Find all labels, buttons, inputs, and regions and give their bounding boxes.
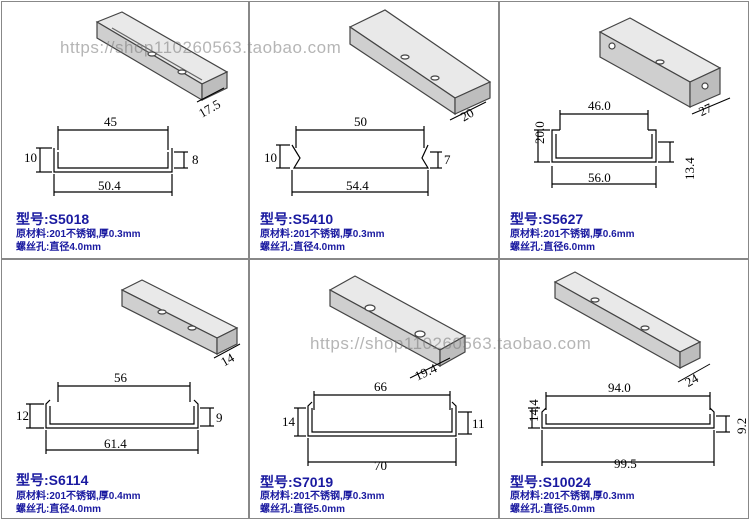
hole-spec: 螺丝孔:直径6.0mm [510, 242, 596, 253]
dim-bottom: 99.5 [614, 456, 637, 471]
model-number: S5627 [542, 211, 584, 227]
material-spec: 原材料:201不锈钢,厚0.6mm [510, 229, 635, 240]
dim-left: 10 [24, 150, 37, 165]
dim-right: 7 [444, 152, 451, 167]
dim-top: 50 [354, 114, 367, 129]
bracket-drawing: 20 50 54.4 10 7 [264, 9, 492, 196]
watermark-bottom: https://shop110260563.taobao.com [310, 334, 592, 353]
material-spec: 原材料:201不锈钢,厚0.3mm [510, 491, 635, 502]
product-cell-s6114: 14 56 61.4 12 9 型号:S [1, 259, 249, 519]
dim-left: 14 [282, 414, 296, 429]
model-line: 型号:S5018 [16, 209, 89, 229]
dim-right: 13.4 [682, 157, 697, 180]
model-number: S7019 [292, 474, 334, 490]
dim-top: 45 [104, 114, 117, 129]
dim-top: 66 [374, 379, 388, 394]
bracket-drawing: 19.4 66 70 14 11 [282, 275, 485, 473]
model-label: 型号: [510, 474, 543, 490]
material-spec: 原材料:201不锈钢,厚0.4mm [16, 491, 141, 502]
model-label: 型号: [16, 472, 49, 488]
model-line: 型号:S5627 [510, 209, 583, 229]
model-label: 型号: [16, 211, 49, 227]
dim-right: 8 [192, 152, 199, 167]
dim-right: 9 [216, 410, 223, 425]
hole-spec: 螺丝孔:直径4.0mm [16, 504, 102, 515]
material-spec: 原材料:201不锈钢,厚0.3mm [260, 229, 385, 240]
dim-iso: 20 [458, 105, 477, 124]
dim-right: 9.2 [734, 418, 749, 434]
material-spec: 原材料:201不锈钢,厚0.3mm [16, 229, 141, 240]
model-number: S10024 [542, 474, 591, 490]
dim-bottom: 50.4 [98, 178, 121, 193]
dim-left: 14.4 [526, 399, 541, 422]
hole-spec: 螺丝孔:直径4.0mm [260, 242, 346, 253]
model-line: 型号:S5410 [260, 209, 333, 229]
dim-iso: 24 [682, 370, 701, 390]
dim-bottom: 54.4 [346, 178, 369, 193]
dim-bottom: 70 [374, 458, 387, 473]
dim-top: 94.0 [608, 380, 631, 395]
dim-left: 12 [16, 408, 29, 423]
product-cell-s7019: 19.4 66 70 14 11 型号: [249, 259, 499, 519]
dim-bottom: 61.4 [104, 436, 127, 451]
model-number: S6114 [48, 472, 89, 488]
hole-spec: 螺丝孔:直径5.0mm [260, 504, 346, 515]
hole-spec: 螺丝孔:直径4.0mm [16, 242, 102, 253]
bracket-drawing: 17.5 45 50.4 10 8 [24, 11, 229, 196]
material-spec: 原材料:201不锈钢,厚0.3mm [260, 491, 385, 502]
model-number: S5410 [292, 211, 334, 227]
dim-right: 11 [472, 416, 485, 431]
dim-left: 20.0 [532, 121, 547, 144]
model-label: 型号: [260, 474, 293, 490]
product-cell-s5018: 17.5 45 50.4 10 8 [1, 1, 249, 259]
bracket-drawing: 14 56 61.4 12 9 [16, 279, 241, 454]
hole-spec: 螺丝孔:直径5.0mm [510, 504, 596, 515]
dim-bottom: 56.0 [588, 170, 611, 185]
model-number: S5018 [48, 211, 90, 227]
bracket-drawing: 24 94.0 99.5 14.4 9.2 [526, 271, 749, 471]
watermark-top: https://shop110260563.taobao.com [60, 38, 342, 57]
dim-top: 46.0 [588, 98, 611, 113]
dim-left: 10 [264, 150, 277, 165]
model-label: 型号: [510, 211, 543, 227]
dim-top: 56 [114, 370, 128, 385]
product-cell-s10024: 24 94.0 99.5 14.4 9.2 [499, 259, 749, 519]
model-line: 型号:S6114 [16, 470, 88, 490]
model-line: 型号:S7019 [260, 472, 333, 492]
product-cell-s5627: 27 46.0 56.0 20.0 13.4 [499, 1, 749, 259]
model-label: 型号: [260, 211, 293, 227]
model-line: 型号:S10024 [510, 472, 591, 492]
product-cell-s5410: 20 50 54.4 10 7 型号:S5410 [249, 1, 499, 259]
bracket-drawing: 27 46.0 56.0 20.0 13.4 [532, 17, 731, 188]
dim-iso: 27 [696, 100, 715, 119]
